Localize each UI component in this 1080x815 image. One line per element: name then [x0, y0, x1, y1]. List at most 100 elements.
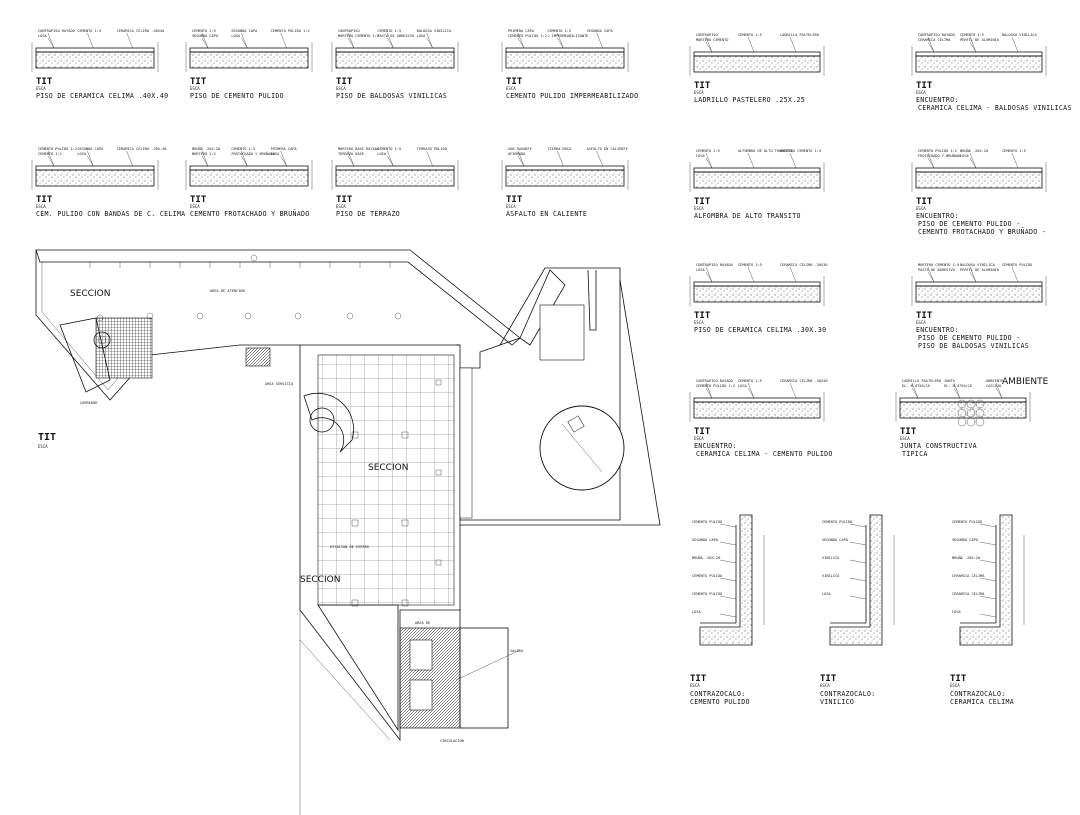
- detail-label: CEMENTO PULIDO 1:2: [38, 147, 77, 151]
- zocalo-label: VINILICO: [822, 556, 839, 560]
- detail-label: MORTERO CEMENTO 1:5: [338, 34, 379, 38]
- detail-label: CEMENTO 1:5: [738, 33, 762, 37]
- plaza-fine-grid: [459, 267, 621, 521]
- detail-label: CEMENTO 1:5: [960, 33, 984, 37]
- detail-caption: PISO DE CEMENTO PULIDO: [190, 92, 284, 100]
- detail-symbol: TIT: [336, 195, 353, 205]
- detail-symbol-sub: ESCA: [694, 436, 704, 441]
- zocalo-label: SEGUNDA CAPA: [952, 538, 979, 542]
- detail-symbol-sub: ESCA: [694, 90, 704, 95]
- detail-label: MORTERO CEMENTO 1:5: [780, 149, 821, 153]
- detail-caption: PISO DE BALDOSAS VINILICAS: [918, 342, 1029, 350]
- detail-label: CASCAJO: [986, 384, 1001, 388]
- svg-text:AREA SERVICIO: AREA SERVICIO: [265, 382, 293, 386]
- zocalo-label: SEGUNDA CAPA: [822, 538, 849, 542]
- detail-label: JUNTA: [944, 379, 956, 383]
- stair-left-grid: [95, 317, 153, 379]
- detail-label: ALFOMBRA DE ALTO TRANSITO: [738, 149, 792, 153]
- detail-label: MORTERO CEMENTO 1:5: [918, 263, 959, 267]
- detail-symbol: TIT: [36, 195, 53, 205]
- detail-symbol: TIT: [916, 197, 933, 207]
- detail-caption: PISO DE CERAMICA CELIMA .30X.30: [694, 326, 826, 334]
- zocalo-label: CERAMICA CELIMA: [952, 592, 985, 596]
- detail-caption-pre: ENCUENTRO:: [694, 442, 737, 450]
- detail-label: TIERRA ROCA: [547, 147, 572, 151]
- joint-ambiente-label: AMBIENTE: [1002, 377, 1049, 387]
- detail-caption: PISO DE TERRAZO: [336, 210, 400, 218]
- detail-label: LOSA: [271, 152, 280, 156]
- zocalo-label: VINILICO: [822, 574, 839, 578]
- zocalo-label: CERAMICA CELIMA: [952, 574, 985, 578]
- detail-label: CONTRAPISO RAYADO: [696, 379, 733, 383]
- detail-label: LOSA: [696, 154, 705, 158]
- detail-label: ASFALTO EN CALIENTE: [587, 147, 628, 151]
- svg-text:SALIDA: SALIDA: [510, 649, 524, 653]
- detail-label: CONTRAPISO RAYADO: [696, 263, 733, 267]
- detail-label: CEMENTO 1:5: [696, 149, 720, 153]
- detail-label: CERAMICA CELIMA .20X.40: [117, 147, 167, 151]
- detail-label: FROTACHADO Y BRUÑADO: [231, 151, 274, 156]
- detail-label: CEMENTO 1:5: [377, 147, 401, 151]
- detail-label: CEMENTO PULIDO: [1002, 263, 1032, 267]
- zocalo-label: CEMENTO PULIDO: [692, 574, 722, 578]
- detail-symbol: TIT: [336, 77, 353, 87]
- zocalo-label: CEMENTO PULIDO: [952, 520, 982, 524]
- joint-gravel: [957, 399, 985, 427]
- zocalo-symbol-sub: ESCA: [820, 683, 830, 688]
- detail-label: SEGUNDA CAPA: [231, 29, 258, 33]
- detail-label: CONTRAPISO: [696, 33, 718, 37]
- zocalo-label: SEGUNDA CAPA: [692, 538, 719, 542]
- zocalo-label: LOSA: [822, 592, 831, 596]
- detail-label: PASTA DE ADHESIVO: [918, 268, 955, 272]
- svg-text:AREA DE: AREA DE: [415, 621, 430, 625]
- detail-caption-pre2: PISO DE CEMENTO PULIDO -: [918, 334, 1020, 342]
- detail-label: BALDOSA VINILICA: [960, 263, 995, 267]
- detail-label: LOSA: [417, 34, 426, 38]
- detail-label: AFIRMADO: [508, 152, 525, 156]
- detail-symbol-sub: ESCA: [36, 86, 46, 91]
- detail-label: PRIMERA CAPA: [508, 29, 535, 33]
- svg-text:CIRCULACION: CIRCULACION: [440, 739, 464, 743]
- detail-symbol-sub: ESCA: [190, 86, 200, 91]
- zocalo-label: BRUÑA .20X.20: [692, 555, 720, 560]
- detail-label: CEMENTO PULIDO 1:2: [918, 149, 957, 153]
- zocalo-label: LOSA: [692, 610, 701, 614]
- svg-text:AREA DE ATENCION: AREA DE ATENCION: [210, 289, 245, 293]
- detail-label: LOSA: [77, 152, 86, 156]
- zocalo-caption-1: CONTRAZOCALO:: [820, 690, 876, 698]
- detail-label: TERRAZO PULIDO: [417, 147, 447, 151]
- floor-plan: SECCION SECCION SECCION: [35, 249, 661, 815]
- main-hall-tile-grid: [317, 354, 455, 606]
- zocalo-label: LOSA: [952, 610, 961, 614]
- detail-label: CERAMICA CELIMA .30X30: [780, 263, 828, 267]
- row2-detail-4: CEMENTO 1:5 ALFOMBRA DE ALTO TRANSITOMORT…: [689, 149, 825, 220]
- detail-row-1: CONTRAPISO RAYADO CEMENTO 1:5 CERAMICA CEL…: [31, 29, 1071, 112]
- detail-label: CERAMICA CELIMA .40X40: [117, 29, 165, 33]
- plan-symbol: TIT: [38, 432, 56, 443]
- detail-label: CONTRAPISO RAYADO: [918, 33, 955, 37]
- detail-symbol-sub: ESCA: [36, 204, 46, 209]
- detail-label: CEMENTO PULIDO 1:2: [696, 384, 735, 388]
- zocalo-label: CEMENTO PULIDO: [692, 592, 722, 596]
- detail-symbol: TIT: [900, 427, 917, 437]
- detail-label: LOSA: [231, 34, 240, 38]
- detail-label: CEMENTO 1:5: [738, 379, 762, 383]
- detail-label: CEMENTO 1:5: [547, 29, 571, 33]
- detail-symbol-sub: ESCA: [190, 204, 200, 209]
- detail-caption: ASFALTO EN CALIENTE: [506, 210, 587, 218]
- detail-symbol-sub: ESCA: [506, 204, 516, 209]
- detail-caption-pre: ENCUENTRO:: [916, 326, 959, 334]
- detail-label: TERRAZO BASE: [338, 152, 364, 156]
- detail-label: BRUÑA .20X.20: [192, 146, 220, 151]
- zocalo-label: CEMENTO PULIDO: [692, 520, 722, 524]
